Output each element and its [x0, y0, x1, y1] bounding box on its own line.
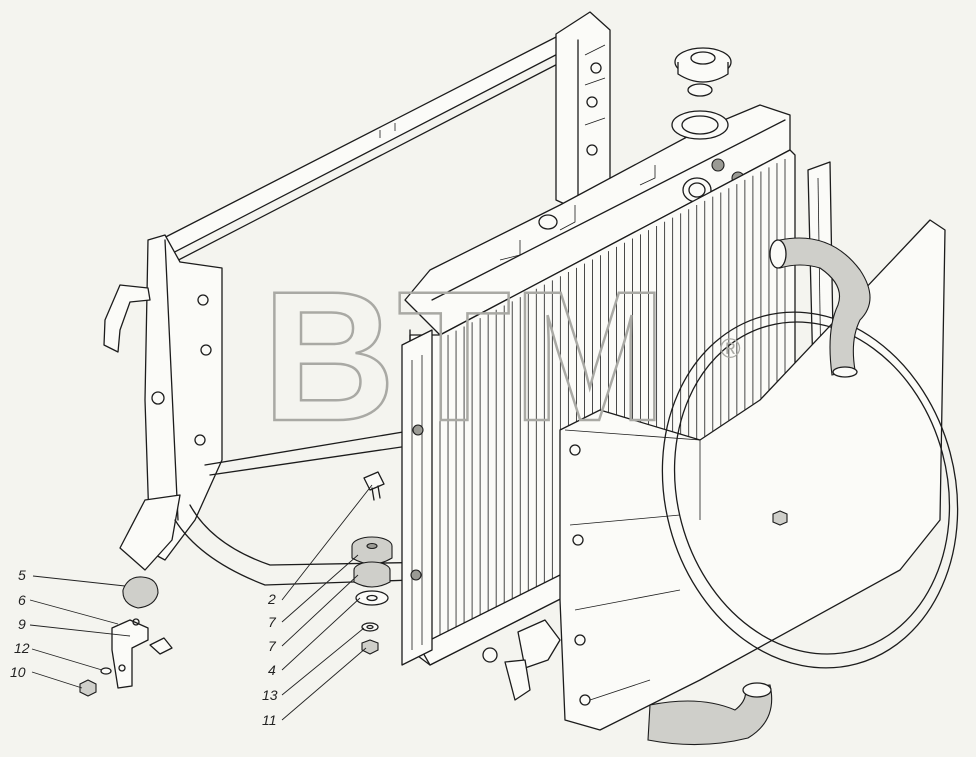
watermark-registered-mark: ®	[720, 333, 741, 364]
callout-11: 11	[262, 712, 277, 728]
watermark: BTM ®	[261, 253, 741, 462]
watermark-text: BTM	[262, 254, 669, 460]
bracket-bolt	[149, 637, 173, 655]
rubber-cushion-upper	[351, 536, 393, 565]
lower-hose	[647, 682, 773, 746]
washer	[355, 590, 389, 606]
callout-4: 4	[268, 662, 276, 678]
callout-13: 13	[262, 687, 278, 703]
bracket-nut	[79, 679, 97, 697]
callout-7: 7	[268, 614, 277, 630]
radiator-mounting-frame	[103, 11, 611, 586]
bracket	[111, 618, 149, 689]
callout-9: 9	[18, 616, 26, 632]
callout-7: 7	[268, 638, 277, 654]
spring-washer	[361, 622, 379, 632]
mounting-bolt	[363, 471, 385, 501]
callout-labels: 5 6 9 12 10 2 7 7 4 13 11	[10, 484, 373, 728]
callout-6: 6	[18, 592, 26, 608]
upper-hose	[769, 237, 871, 378]
radiator-cap	[674, 47, 732, 97]
callout-2: 2	[267, 591, 276, 607]
bracket-washer	[100, 667, 112, 675]
nut	[361, 639, 379, 655]
callout-10: 10	[10, 664, 26, 680]
callout-5: 5	[18, 567, 26, 583]
rubber-buffer	[122, 576, 159, 609]
shroud-nut	[772, 510, 788, 526]
callout-12: 12	[14, 640, 30, 656]
rubber-cushion-lower	[353, 561, 391, 588]
